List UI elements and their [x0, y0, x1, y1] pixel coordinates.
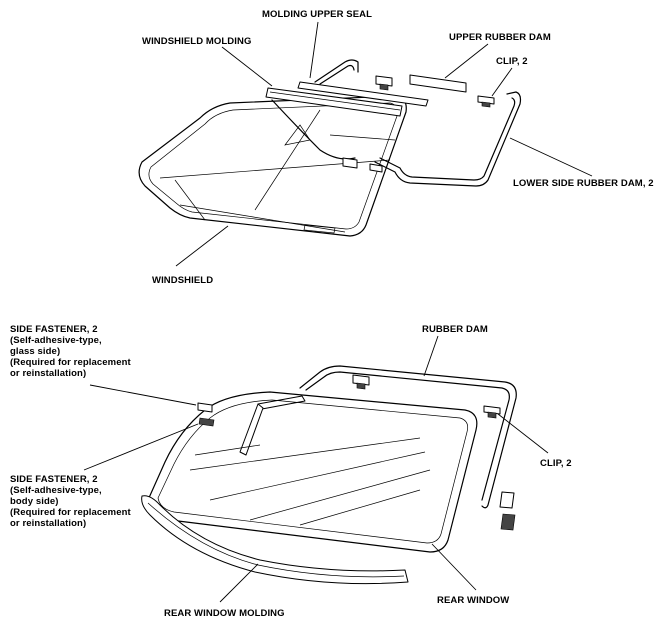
- lower-side-rubber-dam-right: [342, 91, 522, 187]
- label-rear-window-molding: REAR WINDOW MOLDING: [164, 608, 285, 619]
- label-upper-rubber-dam: UPPER RUBBER DAM: [449, 32, 551, 43]
- windshield-glass: [138, 95, 407, 237]
- lower-side-rubber-dam-left: [314, 59, 359, 85]
- label-rubber-dam: RUBBER DAM: [422, 324, 488, 335]
- side-fastener-body-part: [198, 417, 215, 427]
- label-windshield-molding: WINDSHIELD MOLDING: [142, 36, 251, 47]
- label-windshield: WINDSHIELD: [152, 275, 213, 286]
- rear-window-glass: [147, 391, 478, 553]
- side-fastener-glass-part: [197, 402, 213, 413]
- rubber-dam-side-strip: [239, 395, 306, 456]
- label-molding-upper-seal: MOLDING UPPER SEAL: [262, 9, 372, 20]
- rubber-dam-frame: [299, 365, 517, 531]
- label-clip-bottom: CLIP, 2: [540, 458, 572, 469]
- clip-top-parts: [375, 75, 495, 108]
- upper-rubber-dam: [409, 74, 467, 93]
- label-rear-window: REAR WINDOW: [437, 595, 509, 606]
- label-lower-side-rubber-dam: LOWER SIDE RUBBER DAM, 2: [513, 178, 654, 189]
- label-side-fastener-glass: SIDE FASTENER, 2 (Self-adhesive-type, gl…: [10, 324, 134, 379]
- label-clip-top: CLIP, 2: [496, 56, 528, 67]
- rear-window-molding: [141, 495, 409, 585]
- leader-lines: [83, 21, 593, 603]
- molding-upper-seal: [297, 81, 429, 107]
- label-side-fastener-body: SIDE FASTENER, 2 (Self-adhesive-type, bo…: [10, 474, 134, 529]
